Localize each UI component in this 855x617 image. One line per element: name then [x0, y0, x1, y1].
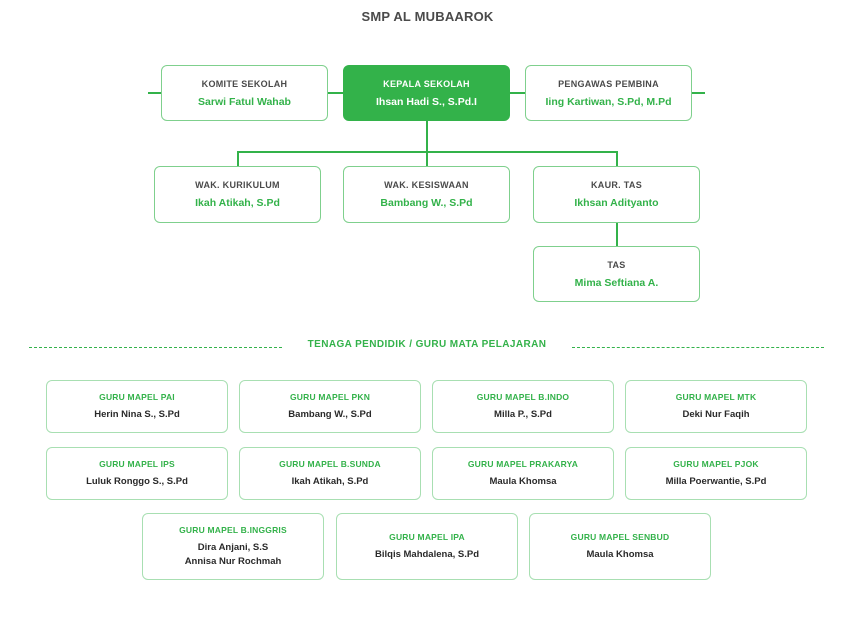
teacher-name: Ikah Atikah, S.Pd [291, 475, 369, 487]
committee-role: KOMITE SEKOLAH [201, 78, 288, 89]
curriculum-role: WAK. KURIKULUM [195, 180, 280, 190]
admin-staff-box: TAS Mima Seftiana A. [533, 246, 700, 302]
student-affairs-name: Bambang W., S.Pd [380, 197, 473, 209]
teacher-card: GURU MAPEL MTK Deki Nur Faqih [625, 380, 807, 433]
teacher-card: GURU MAPEL PAI Herin Nina S., S.Pd [46, 380, 228, 433]
principal-box: KEPALA SEKOLAH Ihsan Hadi S., S.Pd.I [343, 65, 510, 121]
teacher-names: Maula Khomsa [586, 548, 653, 562]
teacher-name: Bilqis Mahdalena, S.Pd [375, 548, 479, 560]
teacher-name: Maula Khomsa [586, 548, 654, 560]
teacher-subject: GURU MAPEL SENBUD [570, 531, 670, 542]
page-title: SMP AL MUBAAROK [361, 9, 494, 24]
section-title: TENAGA PENDIDIK / GURU MATA PELAJARAN [307, 339, 547, 350]
teacher-card: GURU MAPEL B.INGGRIS Dira Anjani, S.S Anni… [142, 513, 324, 580]
teacher-names: Ikah Atikah, S.Pd [292, 475, 369, 489]
section-divider-left [29, 347, 282, 348]
teacher-names: Bilqis Mahdalena, S.Pd [375, 548, 479, 562]
admin-staff-name: Mima Seftiana A. [574, 276, 659, 289]
admin-staff-connector [616, 222, 618, 247]
teacher-card: GURU MAPEL B.INDO Milla P., S.Pd [432, 380, 614, 433]
committee-name: Sarwi Fatul Wahab [198, 95, 291, 108]
teacher-names: Bambang W., S.Pd [288, 408, 371, 422]
supervisor-name: Iing Kartiwan, S.Pd, M.Pd [545, 95, 672, 108]
teacher-card: GURU MAPEL B.SUNDA Ikah Atikah, S.Pd [239, 447, 421, 500]
teacher-names: Deki Nur Faqih [682, 408, 749, 422]
principal-name: Ihsan Hadi S., S.Pd.I [376, 95, 477, 108]
supervisor-role: PENGAWAS PEMBINA [558, 78, 659, 89]
teacher-card: GURU MAPEL SENBUD Maula Khomsa [529, 513, 711, 580]
admin-head-box: KAUR. TAS Ikhsan Adityanto [533, 166, 700, 223]
principal-role: KEPALA SEKOLAH [383, 78, 470, 89]
admin-head-drop [616, 151, 618, 167]
curriculum-box: WAK. KURIKULUM Ikah Atikah, S.Pd [154, 166, 321, 223]
teacher-names: Dira Anjani, S.S Annisa Nur Rochmah [185, 541, 282, 569]
teacher-names: Luluk Ronggo S., S.Pd [86, 475, 188, 489]
teacher-card: GURU MAPEL IPS Luluk Ronggo S., S.Pd [46, 447, 228, 500]
teacher-names: Herin Nina S., S.Pd [94, 408, 180, 422]
admin-head-name: Ikhsan Adityanto [574, 197, 659, 209]
teacher-subject: GURU MAPEL PKN [289, 391, 371, 402]
teacher-subject: GURU MAPEL B.SUNDA [279, 458, 381, 469]
teacher-name: Dira Anjani, S.S [197, 541, 269, 553]
teacher-name: Milla Poerwantie, S.Pd [665, 475, 767, 487]
teacher-name: Maula Khomsa [489, 475, 557, 487]
teacher-subject: GURU MAPEL IPA [389, 531, 465, 542]
curriculum-drop [237, 151, 239, 167]
teacher-card: GURU MAPEL PKN Bambang W., S.Pd [239, 380, 421, 433]
teacher-subject: GURU MAPEL IPS [99, 458, 175, 469]
teacher-subject: GURU MAPEL MTK [675, 391, 757, 402]
supervisor-box: PENGAWAS PEMBINA Iing Kartiwan, S.Pd, M.… [525, 65, 692, 121]
teacher-name: Annisa Nur Rochmah [184, 555, 282, 567]
teacher-subject: GURU MAPEL PRAKARYA [467, 458, 579, 469]
teacher-subject: GURU MAPEL PJOK [673, 458, 759, 469]
teacher-name: Herin Nina S., S.Pd [94, 408, 180, 420]
teacher-name: Luluk Ronggo S., S.Pd [86, 475, 188, 487]
teacher-names: Maula Khomsa [489, 475, 556, 489]
teacher-subject: GURU MAPEL PAI [99, 391, 175, 402]
student-affairs-role: WAK. KESISWAAN [384, 180, 469, 190]
teacher-name: Milla P., S.Pd [494, 408, 552, 420]
teacher-names: Milla P., S.Pd [494, 408, 552, 422]
teacher-card: GURU MAPEL IPA Bilqis Mahdalena, S.Pd [336, 513, 518, 580]
teacher-name: Bambang W., S.Pd [288, 408, 372, 420]
student-affairs-drop [426, 151, 428, 167]
teacher-subject: GURU MAPEL B.INGGRIS [179, 524, 287, 535]
curriculum-name: Ikah Atikah, S.Pd [195, 197, 280, 209]
principal-down-connector [426, 120, 428, 152]
teacher-card: GURU MAPEL PRAKARYA Maula Khomsa [432, 447, 614, 500]
teacher-name: Deki Nur Faqih [682, 408, 750, 420]
student-affairs-box: WAK. KESISWAAN Bambang W., S.Pd [343, 166, 510, 223]
admin-staff-role: TAS [607, 259, 626, 270]
admin-head-role: KAUR. TAS [590, 180, 643, 190]
committee-box: KOMITE SEKOLAH Sarwi Fatul Wahab [161, 65, 328, 121]
teacher-subject: GURU MAPEL B.INDO [476, 391, 570, 402]
section-divider-right [572, 347, 824, 348]
teacher-names: Milla Poerwantie, S.Pd [666, 475, 767, 489]
teacher-card: GURU MAPEL PJOK Milla Poerwantie, S.Pd [625, 447, 807, 500]
